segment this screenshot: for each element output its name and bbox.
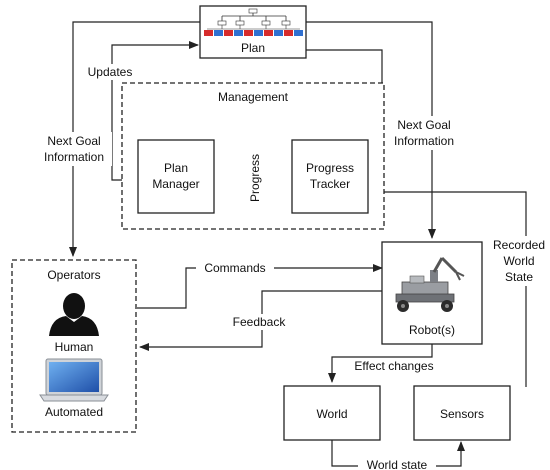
human-label: Human bbox=[55, 340, 94, 354]
sensors-box bbox=[413, 385, 511, 441]
operators-group bbox=[11, 259, 137, 433]
commands-label: Commands bbox=[204, 261, 265, 275]
robot-arm-icon bbox=[395, 256, 465, 312]
feedback-label: Feedback bbox=[233, 315, 287, 329]
recorded-state-arrow bbox=[367, 188, 527, 387]
plan-manager-box bbox=[137, 139, 215, 214]
updates-label-bg bbox=[80, 64, 144, 80]
next-goal-left-line2: Information bbox=[44, 150, 104, 164]
progress-tracker-label-line1: Progress bbox=[306, 161, 354, 175]
sensors-label: Sensors bbox=[440, 407, 484, 421]
progress-label-bg bbox=[248, 146, 262, 206]
world-box bbox=[283, 385, 381, 441]
updates-label: Updates bbox=[88, 65, 133, 79]
management-label: Management bbox=[218, 90, 289, 104]
feedback-label-bg bbox=[224, 314, 294, 330]
next-goal-right-line2: Information bbox=[394, 134, 454, 148]
automated-label: Automated bbox=[45, 405, 103, 419]
effect-changes-label-bg bbox=[344, 358, 444, 374]
effect-changes-label: Effect changes bbox=[354, 359, 433, 373]
progress-tracker-label-line2: Tracker bbox=[310, 177, 350, 191]
recorded-label-line1: Recorded bbox=[493, 238, 545, 252]
commands-arrow bbox=[137, 264, 383, 309]
recorded-label-line3: State bbox=[505, 270, 533, 284]
recorded-label-bg bbox=[490, 236, 548, 286]
next-goal-right-line1: Next Goal bbox=[397, 118, 450, 132]
next-goal-left-line1: Next Goal bbox=[47, 134, 100, 148]
plan-label: Plan bbox=[241, 41, 265, 55]
plan-to-operators-arrow bbox=[69, 21, 200, 257]
progress-tracker-box bbox=[291, 139, 369, 214]
next-goal-right-bg bbox=[386, 116, 462, 150]
commands-label-bg bbox=[196, 260, 274, 276]
plan-node: Plan bbox=[199, 5, 307, 59]
effect-changes-arrow bbox=[328, 344, 433, 383]
plan-manager-label-line1: Plan bbox=[164, 161, 188, 175]
laptop-icon bbox=[39, 358, 109, 402]
next-goal-left-bg bbox=[36, 132, 112, 166]
plan-manager-label-line2: Manager bbox=[152, 177, 199, 191]
tree-diagram-icon bbox=[204, 8, 303, 36]
world-state-label: World state bbox=[367, 458, 428, 470]
operators-label: Operators bbox=[47, 268, 100, 282]
person-silhouette-icon bbox=[49, 293, 99, 336]
world-state-label-bg bbox=[358, 458, 436, 470]
recorded-label-line2: World bbox=[503, 254, 534, 268]
robots-label: Robot(s) bbox=[409, 323, 455, 337]
plan-to-robot-arrow bbox=[306, 21, 436, 239]
world-label: World bbox=[316, 407, 347, 421]
progress-label: Progress bbox=[248, 154, 262, 202]
